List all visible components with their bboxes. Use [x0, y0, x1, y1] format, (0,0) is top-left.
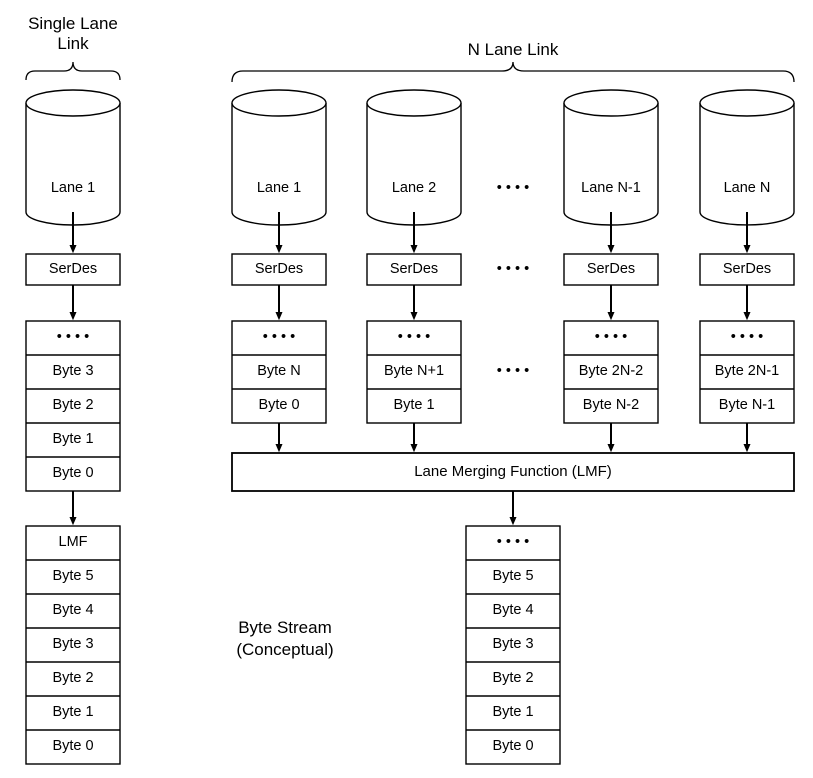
single-serdes-box	[25, 253, 121, 286]
n-lane-n-stack	[699, 320, 795, 424]
brace-single-lane	[25, 61, 121, 81]
brace-n-lane	[231, 61, 795, 83]
single-lane-cylinder	[25, 89, 121, 226]
n-lane-n-minus-1-cylinder	[563, 89, 659, 226]
n-lane-2-serdes-box	[366, 253, 462, 286]
n-lane-2-cylinder	[366, 89, 462, 226]
n-lane-output-stack	[465, 525, 561, 765]
single-lower-stack	[25, 525, 121, 765]
n-lane-2-stack	[366, 320, 462, 424]
n-lane-n-minus-1-serdes-box	[563, 253, 659, 286]
n-lane-n-minus-1-stack	[563, 320, 659, 424]
n-lane-n-cylinder	[699, 89, 795, 226]
lane-merging-function-bar	[231, 452, 795, 492]
n-lane-1-cylinder	[231, 89, 327, 226]
n-lane-n-serdes-box	[699, 253, 795, 286]
single-upper-stack	[25, 320, 121, 492]
n-lane-1-stack	[231, 320, 327, 424]
n-lane-1-serdes-box	[231, 253, 327, 286]
